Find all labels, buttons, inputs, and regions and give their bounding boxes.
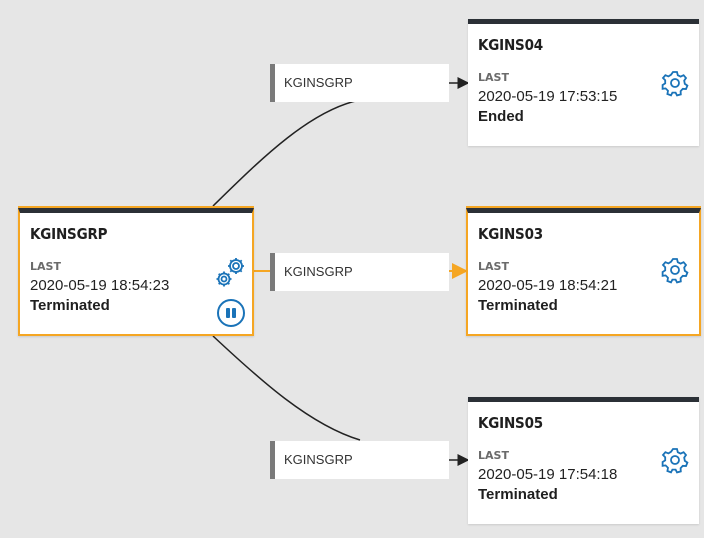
gear-icon[interactable] xyxy=(661,256,689,284)
last-label: LAST xyxy=(30,260,61,273)
edge-label-kgins03[interactable]: KGINSGRP xyxy=(270,253,449,291)
node-kgins04[interactable]: KGINS04 LAST 2020-05-19 17:53:15 Ended xyxy=(468,19,699,146)
node-title: KGINSGRP xyxy=(30,225,108,243)
last-label: LAST xyxy=(478,71,509,84)
last-run-date: 2020-05-19 17:54:18 xyxy=(478,466,618,483)
gears-icon[interactable] xyxy=(214,255,248,289)
edge-label-text: KGINSGRP xyxy=(284,264,353,279)
pause-button[interactable] xyxy=(217,299,245,327)
edge-to-kgins04 xyxy=(212,99,361,207)
node-title: KGINS04 xyxy=(478,36,543,54)
pause-icon-bar xyxy=(226,308,230,318)
gear-icon[interactable] xyxy=(661,446,689,474)
edge-label-kgins05[interactable]: KGINSGRP xyxy=(270,441,449,479)
run-status: Terminated xyxy=(478,486,558,503)
run-status: Terminated xyxy=(30,297,110,314)
node-title: KGINS05 xyxy=(478,414,543,432)
edge-label-kgins04[interactable]: KGINSGRP xyxy=(270,64,449,102)
node-kgins03[interactable]: KGINS03 LAST 2020-05-19 18:54:21 Termina… xyxy=(466,206,701,336)
pause-icon-bar xyxy=(232,308,236,318)
last-label: LAST xyxy=(478,449,509,462)
node-title: KGINS03 xyxy=(478,225,543,243)
last-run-date: 2020-05-19 17:53:15 xyxy=(478,88,618,105)
edge-label-text: KGINSGRP xyxy=(284,75,353,90)
edge-label-text: KGINSGRP xyxy=(284,452,353,467)
run-status: Ended xyxy=(478,108,524,125)
last-label: LAST xyxy=(478,260,509,273)
last-run-date: 2020-05-19 18:54:21 xyxy=(478,277,618,294)
gear-icon[interactable] xyxy=(661,69,689,97)
edge-to-kgins05 xyxy=(212,335,361,441)
last-run-date: 2020-05-19 18:54:23 xyxy=(30,277,170,294)
run-status: Terminated xyxy=(478,297,558,314)
node-kginsgrp[interactable]: KGINSGRP LAST 2020-05-19 18:54:23 Termin… xyxy=(18,206,254,336)
node-kgins05[interactable]: KGINS05 LAST 2020-05-19 17:54:18 Termina… xyxy=(468,397,699,524)
